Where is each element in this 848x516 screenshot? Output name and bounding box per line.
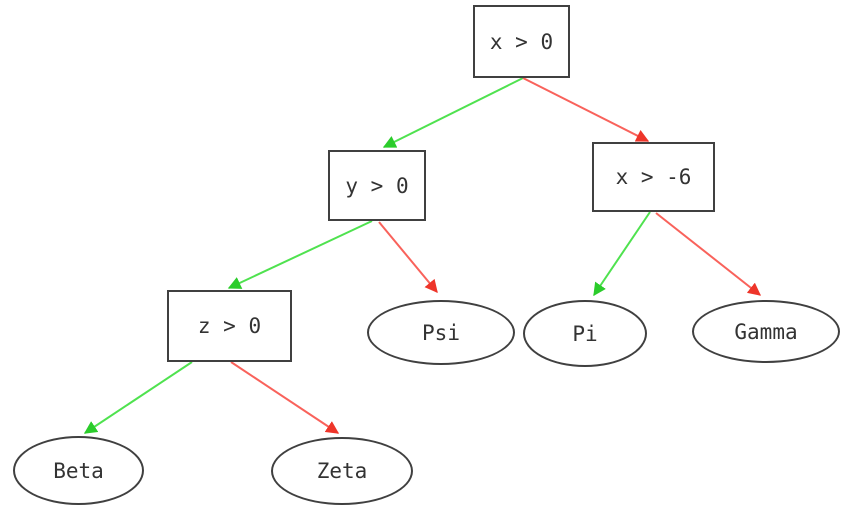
node-leaf-zeta: Zeta — [271, 437, 413, 505]
node-leaf-pi: Pi — [523, 300, 647, 367]
edge-y0-false — [378, 221, 438, 294]
node-leaf-psi: Psi — [367, 300, 515, 365]
node-condition-x-gt-neg6: x > -6 — [592, 142, 715, 212]
edge-xm6-true — [593, 211, 651, 297]
node-condition-z-gt-0: z > 0 — [167, 290, 292, 362]
edge-root-false — [522, 77, 650, 142]
node-condition-y-gt-0: y > 0 — [328, 150, 426, 221]
node-leaf-gamma: Gamma — [692, 300, 840, 363]
node-leaf-beta: Beta — [13, 436, 144, 505]
node-condition-x-gt-0: x > 0 — [473, 5, 570, 78]
edge-z0-true — [83, 361, 193, 434]
edge-root-true — [382, 77, 524, 148]
edge-y0-true — [227, 220, 373, 289]
edge-xm6-false — [655, 212, 762, 296]
edge-z0-false — [230, 361, 340, 434]
